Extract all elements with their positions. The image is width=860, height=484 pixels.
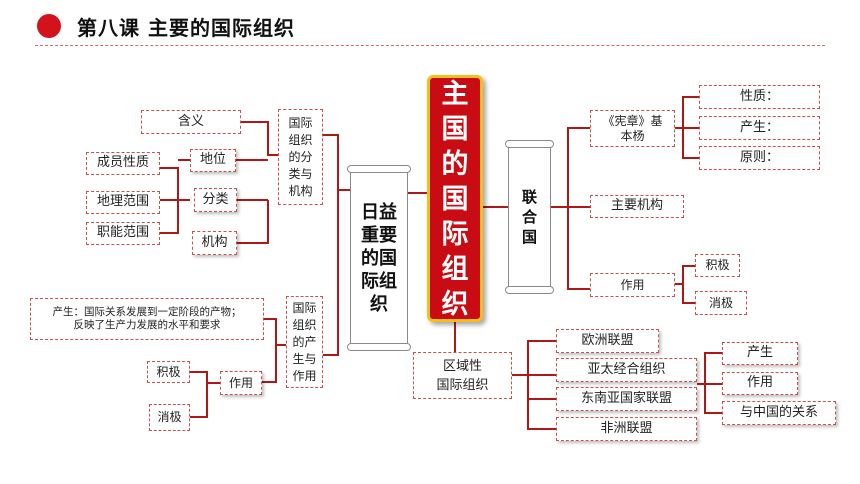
- node-charter-label: 《宪章》基本杨: [602, 113, 663, 143]
- node-charter-principle: 原则：: [699, 146, 820, 170]
- central-node-label: 主国的国际组织: [441, 79, 469, 320]
- node-eu: 欧洲联盟: [556, 329, 659, 353]
- scroll-growing-importance: 日益重要的国际组织: [347, 165, 411, 351]
- node-un-role-label: 作用: [620, 277, 645, 292]
- node-regional-china: 与中国的关系: [722, 401, 836, 425]
- node-left-role-label: 作用: [228, 375, 253, 390]
- title-divider: [35, 45, 825, 46]
- node-member-nature-label: 成员性质: [96, 155, 149, 171]
- node-eu-label: 欧洲联盟: [581, 332, 634, 348]
- node-left-role: 作用: [220, 371, 262, 395]
- node-classify: 分类: [194, 188, 237, 212]
- node-regional-origin: 产生: [722, 342, 798, 365]
- node-un-organs: 主要机构: [590, 195, 684, 218]
- node-un-negative-label: 消极: [708, 295, 733, 310]
- scroll-growing-importance-label: 日益重要的国际组织: [361, 201, 397, 315]
- node-charter-origin-label: 产生：: [739, 119, 779, 135]
- node-regional: 区域性 国际组织: [413, 352, 512, 399]
- node-asean-label: 东南亚国家联盟: [580, 390, 672, 406]
- node-au: 非洲联盟: [556, 417, 697, 441]
- node-classification-and-organs: 国际组织的分类与机构: [278, 109, 323, 205]
- node-origin-text-label: 产生：国际关系发展到一定阶段的产物； 反映了生产力发展的水平和要求: [52, 305, 242, 331]
- node-apec-label: 亚太经合组织: [587, 361, 666, 377]
- node-func-scope-label: 职能范围: [96, 225, 149, 241]
- node-meaning: 含义: [141, 110, 241, 134]
- title-bullet-icon: [37, 14, 61, 38]
- page-title: 第八课 主要的国际组织: [77, 16, 295, 40]
- node-origin-and-role: 国际组织的产生与作用: [286, 296, 323, 388]
- node-charter-nature: 性质：: [699, 85, 820, 109]
- node-charter-nature-label: 性质：: [739, 88, 779, 104]
- node-charter-principle-label: 原则：: [739, 149, 779, 165]
- node-un-positive: 积极: [695, 254, 740, 277]
- node-un-organs-label: 主要机构: [610, 198, 663, 214]
- node-left-positive: 积极: [147, 361, 190, 383]
- node-left-positive-label: 积极: [156, 364, 181, 379]
- scroll-un: 联合国: [505, 140, 554, 294]
- node-left-negative-label: 消极: [157, 410, 182, 424]
- node-asean: 东南亚国家联盟: [556, 387, 697, 411]
- node-organ-label: 机构: [201, 234, 228, 250]
- node-classify-label: 分类: [202, 191, 229, 207]
- central-node: 主国的国际组织: [427, 75, 483, 322]
- node-un-positive-label: 积极: [705, 258, 730, 272]
- node-un-role: 作用: [590, 273, 675, 297]
- scroll-un-label: 联合国: [521, 188, 537, 246]
- node-regional-role: 作用: [722, 372, 798, 395]
- node-regional-role-label: 作用: [746, 375, 773, 391]
- node-regional-origin-label: 产生: [746, 345, 773, 361]
- node-status-label: 地位: [199, 152, 226, 168]
- node-func-scope: 职能范围: [86, 222, 160, 245]
- node-regional-label: 区域性 国际组织: [436, 358, 489, 393]
- node-left-negative: 消极: [149, 404, 190, 431]
- node-regional-china-label: 与中国的关系: [739, 404, 818, 420]
- node-classification-and-organs-label: 国际组织的分类与机构: [288, 115, 313, 198]
- node-organ: 机构: [192, 231, 237, 255]
- node-member-nature: 成员性质: [86, 152, 160, 175]
- node-charter: 《宪章》基本杨: [590, 110, 675, 147]
- node-au-label: 非洲联盟: [600, 420, 653, 436]
- node-status: 地位: [190, 149, 236, 172]
- node-origin-text: 产生：国际关系发展到一定阶段的产物； 反映了生产力发展的水平和要求: [30, 298, 264, 340]
- node-un-negative: 消极: [695, 291, 747, 315]
- node-geo-scope-label: 地理范围: [96, 194, 149, 210]
- node-apec: 亚太经合组织: [556, 358, 697, 382]
- node-charter-origin: 产生：: [699, 116, 820, 140]
- node-meaning-label: 含义: [177, 113, 204, 129]
- node-origin-and-role-label: 国际组织的产生与作用: [292, 300, 317, 383]
- node-geo-scope: 地理范围: [86, 191, 160, 214]
